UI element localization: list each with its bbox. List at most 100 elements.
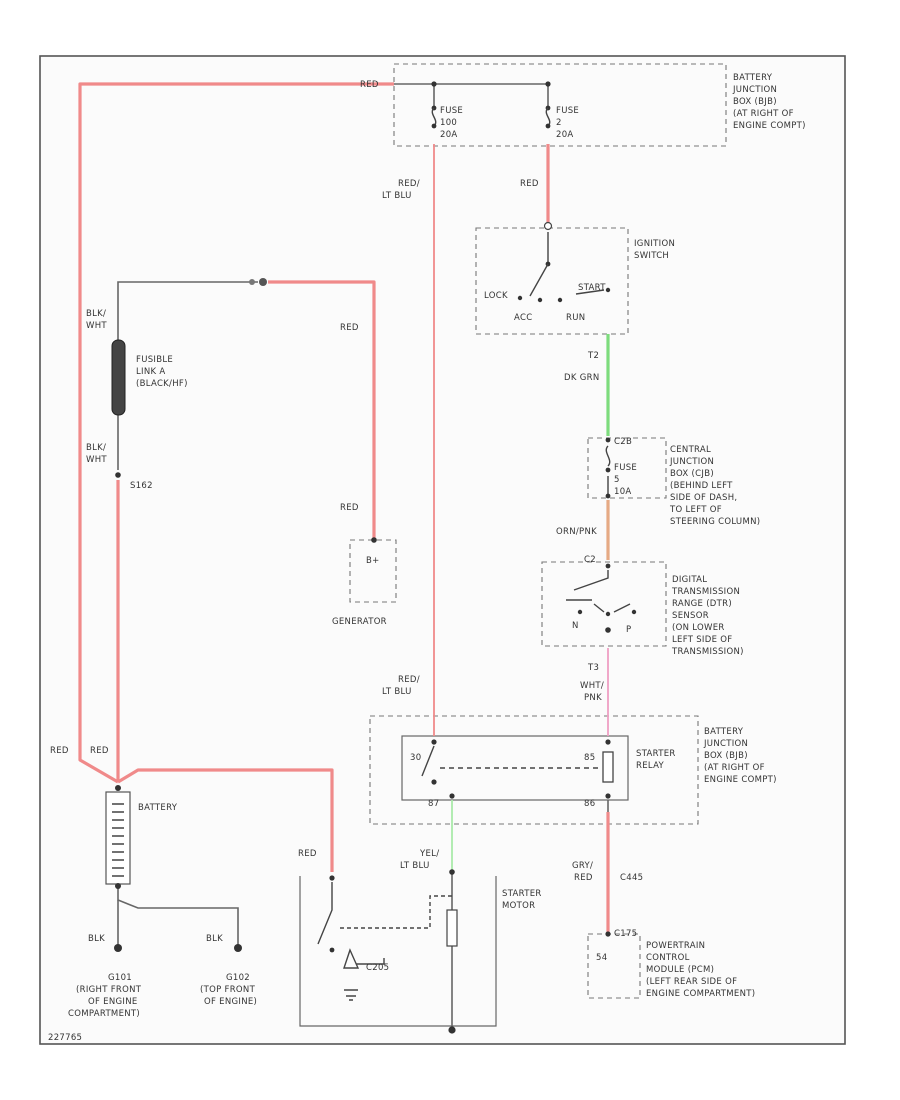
label-wht-pnk-1: WHT/ xyxy=(580,681,604,691)
label-gry-red-2: RED xyxy=(574,873,593,883)
label-relay-85: 85 xyxy=(584,753,595,763)
label-bjb-top-3: BOX (BJB) xyxy=(733,97,777,107)
starter-motor-frame xyxy=(299,876,497,1027)
dtr-sensor-box xyxy=(541,561,667,647)
label-fusible-3: (BLACK/HF) xyxy=(136,379,188,389)
label-c205-mid: C205 xyxy=(366,963,389,973)
starter-motor-internals xyxy=(317,869,458,1034)
label-red-generator: RED xyxy=(340,503,359,513)
label-cjb-1: CENTRAL xyxy=(670,445,711,455)
label-battery: BATTERY xyxy=(138,803,178,813)
red-wire-left-main xyxy=(78,82,394,784)
label-bjb-mid-1: BATTERY xyxy=(704,727,744,737)
label-dtr-6: LEFT SIDE OF xyxy=(672,635,732,645)
pcm-terminal xyxy=(605,931,611,937)
label-pcm-1: POWERTRAIN xyxy=(646,941,705,951)
label-g102-1: G102 xyxy=(226,973,250,983)
label-dtr-p: P xyxy=(626,625,631,635)
label-g102-2: (TOP FRONT xyxy=(200,985,256,995)
label-starter-relay-2: RELAY xyxy=(636,761,665,771)
label-g102-3: OF ENGINE) xyxy=(204,997,257,1007)
label-ign-acc: ACC xyxy=(514,313,532,323)
label-pcm-4: (LEFT REAR SIDE OF xyxy=(646,977,737,987)
pcm-box xyxy=(587,933,641,999)
dtr-sensor-switch xyxy=(566,563,637,633)
label-pcm-5: ENGINE COMPARTMENT) xyxy=(646,989,755,999)
battery-junction-box-mid xyxy=(369,715,699,825)
starter-relay-box xyxy=(401,735,629,801)
label-dtr-top: C2 xyxy=(584,555,596,565)
battery-junction-box-top xyxy=(393,63,727,147)
label-relay-86: 86 xyxy=(584,799,595,809)
label-ign-lock: LOCK xyxy=(484,291,508,301)
label-generator-term: B+ xyxy=(366,556,380,566)
label-fuse5-1: FUSE xyxy=(614,463,637,473)
label-blk-wht-upper-1: BLK/ xyxy=(86,309,106,319)
label-bjb-mid-5: ENGINE COMPT) xyxy=(704,775,777,785)
label-red-starter: RED xyxy=(298,849,317,859)
label-bjb-mid-4: (AT RIGHT OF xyxy=(704,763,765,773)
label-t3: T3 xyxy=(587,663,599,673)
label-dtr-2: TRANSMISSION xyxy=(671,587,740,597)
label-relay-30: 30 xyxy=(410,753,421,763)
ground-g102-point xyxy=(234,944,242,952)
fuse-2 xyxy=(545,105,551,129)
label-relay-87: 87 xyxy=(428,799,439,809)
label-red-lt-blu-top-2: LT BLU xyxy=(382,191,412,201)
central-junction-box xyxy=(587,437,667,499)
label-fuse100-2: 100 xyxy=(440,118,457,128)
ground-g101-point xyxy=(114,944,122,952)
label-ignition-1: IGNITION xyxy=(634,239,675,249)
label-red-lt-blu-top-1: RED/ xyxy=(398,179,420,189)
label-red-fuse2: RED xyxy=(520,179,539,189)
ground-g102-wire xyxy=(117,886,239,946)
label-dtr-1: DIGITAL xyxy=(672,575,707,585)
label-cjb-3: BOX (CJB) xyxy=(670,469,714,479)
diagram-frame xyxy=(39,55,846,1045)
label-pcm-pin: 54 xyxy=(596,953,607,963)
label-orn-pnk: ORN/PNK xyxy=(556,527,597,537)
label-fuse2-3: 20A xyxy=(556,130,574,140)
label-dtr-5: (ON LOWER xyxy=(672,623,725,633)
label-cjb-7: STEERING COLUMN) xyxy=(670,517,760,527)
fusible-link-a xyxy=(111,278,267,478)
label-starter-motor-2: MOTOR xyxy=(502,901,535,911)
label-fuse2-1: FUSE xyxy=(556,106,579,116)
label-red-left-1: RED xyxy=(50,746,69,756)
label-g101-3: OF ENGINE xyxy=(88,997,138,1007)
label-yel-lt-blu-2: LT BLU xyxy=(400,861,430,871)
label-fuse100-3: 20A xyxy=(440,130,458,140)
label-fusible-1: FUSIBLE xyxy=(136,355,173,365)
label-fuse5-3: 10A xyxy=(614,487,632,497)
label-cjb-5: SIDE OF DASH, xyxy=(670,493,737,503)
label-blk-wht-lower-2: WHT xyxy=(86,455,107,465)
label-red-lt-blu-mid-1: RED/ xyxy=(398,675,420,685)
ignition-switch-contacts xyxy=(517,221,611,303)
fusible-top-wire xyxy=(117,281,258,340)
label-bjb-top-2: JUNCTION xyxy=(732,85,777,95)
label-splice: S162 xyxy=(130,481,153,491)
battery-symbol xyxy=(105,785,131,889)
label-c445: C445 xyxy=(620,873,643,883)
generator-b-plus-terminal xyxy=(371,537,377,543)
label-blk-wht-upper-2: WHT xyxy=(86,321,107,331)
bjb-bus-node-1 xyxy=(431,81,437,87)
label-bjb-mid-2: JUNCTION xyxy=(703,739,748,749)
label-yel-lt-blu-1: YEL/ xyxy=(419,849,439,859)
label-dtr-4: SENSOR xyxy=(672,611,709,621)
label-fusible-2: LINK A xyxy=(136,367,166,377)
label-red-top: RED xyxy=(360,80,379,90)
label-ign-start: START xyxy=(578,283,606,293)
label-pcm-2: CONTROL xyxy=(646,953,690,963)
label-red-left-2: RED xyxy=(90,746,109,756)
label-dtr-7: TRANSMISSION) xyxy=(671,647,744,657)
red-wire-starter xyxy=(117,768,334,872)
label-pcm-conn: C175 xyxy=(614,929,637,939)
label-ign-run: RUN xyxy=(566,313,585,323)
label-fuse5-2: 5 xyxy=(614,475,620,485)
diagram-id: 227765 xyxy=(48,1033,82,1043)
label-dtr-n: N xyxy=(572,621,579,631)
label-g101-1: G101 xyxy=(108,973,132,983)
label-bjb-top-5: ENGINE COMPT) xyxy=(733,121,806,131)
